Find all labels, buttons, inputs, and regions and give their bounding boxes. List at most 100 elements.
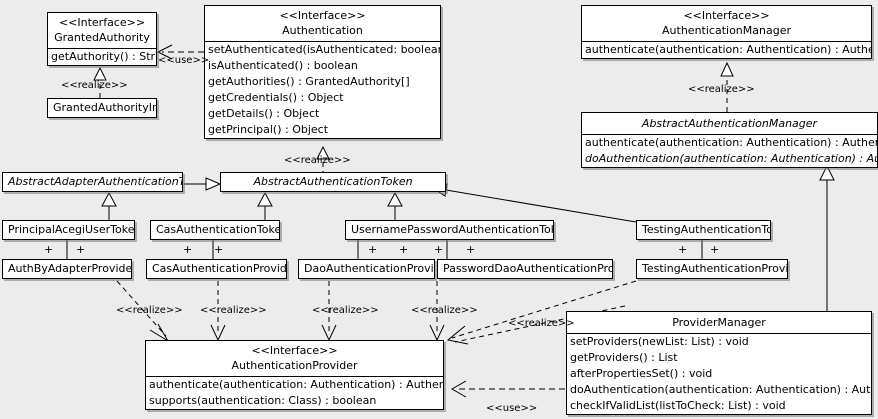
relationship-label-realize-abstract-auth-token: <<realize>> xyxy=(284,155,351,166)
class-principal-acegi-user-token[interactable]: PrincipalAcegiUserToken xyxy=(2,220,135,240)
stereotype-label: <<Interface>> xyxy=(58,16,146,29)
association-marker-plus: + xyxy=(76,243,86,256)
operations-compartment: setProviders(newList: List) : void getPr… xyxy=(567,334,871,414)
class-name: AbstractAdapterAuthenticationToken xyxy=(8,175,182,188)
association-marker-plus: + xyxy=(710,243,720,256)
class-auth-by-adapter-provider[interactable]: AuthByAdapterProvider xyxy=(2,259,132,279)
class-name: TestingAuthenticationProvider xyxy=(642,262,787,275)
operation: setAuthenticated(isAuthenticated: boolea… xyxy=(208,43,440,56)
association-marker-plus: + xyxy=(183,243,193,256)
operation: getCredentials() : Object xyxy=(208,91,344,104)
class-password-dao-authentication-provider[interactable]: PasswordDaoAuthenticationProvider xyxy=(437,259,613,279)
operation: authenticate(authentication: Authenticat… xyxy=(585,136,877,149)
association-marker-plus: + xyxy=(466,243,476,256)
class-name: Authentication xyxy=(282,24,363,37)
stereotype-label: <<Interface>> xyxy=(279,9,366,22)
class-name: GrantedAuthorityImpl xyxy=(53,101,156,114)
class-authentication[interactable]: <<Interface>> Authentication setAuthenti… xyxy=(204,5,441,139)
class-name: AbstractAuthenticationManager xyxy=(641,117,818,130)
operation: isAuthenticated() : boolean xyxy=(208,59,358,72)
operation: afterPropertiesSet() : void xyxy=(570,367,713,380)
class-cas-authentication-token[interactable]: CasAuthenticationToken xyxy=(150,220,280,240)
relationship-label-use-granted-authority: <<use>> xyxy=(158,55,210,66)
class-name: AuthenticationProvider xyxy=(231,359,358,372)
class-header: GrantedAuthorityImpl xyxy=(48,99,156,117)
relationship-label-realize-abstract-auth-manager: <<realize>> xyxy=(688,84,755,95)
operation: supports(authentication: Class) : boolea… xyxy=(149,394,377,407)
association-marker-plus: + xyxy=(214,243,224,256)
class-header: AbstractAuthenticationToken xyxy=(221,173,445,191)
operation: getAuthority() : String xyxy=(51,50,156,63)
operation: getProviders() : List xyxy=(570,351,678,364)
class-header: TestingAuthenticationProvider xyxy=(637,260,787,278)
operations-compartment: authenticate(authentication: Authenticat… xyxy=(582,135,877,167)
operation: checkIfValidList(listToCheck: List) : vo… xyxy=(570,399,786,412)
class-testing-authentication-provider[interactable]: TestingAuthenticationProvider xyxy=(636,259,788,279)
compartment-divider xyxy=(582,134,877,135)
class-header: AuthByAdapterProvider xyxy=(3,260,131,278)
relationship-label-realize-dao-provider: <<realize>> xyxy=(312,305,379,316)
class-name: AbstractAuthenticationToken xyxy=(253,175,413,188)
association-marker-plus: + xyxy=(678,243,688,256)
class-granted-authority-impl[interactable]: GrantedAuthorityImpl xyxy=(47,98,157,118)
association-marker-plus: + xyxy=(434,243,444,256)
operations-compartment: authenticate(authentication: Authenticat… xyxy=(582,42,871,58)
relationship-label-realize-granted-authority-impl: <<realize>> xyxy=(61,80,128,91)
class-name: DaoAuthenticationProvider xyxy=(304,262,434,275)
class-header: CasAuthenticationProvider xyxy=(147,260,286,278)
class-name: UsernamePasswordAuthenticationToken xyxy=(351,223,554,236)
class-name: AuthenticationManager xyxy=(662,24,791,37)
class-authentication-manager[interactable]: <<Interface>> AuthenticationManager auth… xyxy=(581,5,872,59)
class-header: PasswordDaoAuthenticationProvider xyxy=(438,260,612,278)
relationship-label-realize-provider-manager: <<realize>> xyxy=(508,318,575,329)
class-dao-authentication-provider[interactable]: DaoAuthenticationProvider xyxy=(298,259,435,279)
association-marker-plus: + xyxy=(44,243,54,256)
class-abstract-authentication-token[interactable]: AbstractAuthenticationToken xyxy=(220,172,446,192)
operations-compartment: setAuthenticated(isAuthenticated: boolea… xyxy=(205,42,440,138)
class-name: PrincipalAcegiUserToken xyxy=(8,223,135,236)
class-header: AbstractAdapterAuthenticationToken xyxy=(3,173,182,191)
operation: doAuthentication(authentication: Authent… xyxy=(585,152,877,165)
class-name: AuthByAdapterProvider xyxy=(8,262,132,275)
stereotype-label: <<Interface>> xyxy=(683,9,770,22)
stereotype-label: <<Interface>> xyxy=(251,344,338,357)
operation: getPrincipal() : Object xyxy=(208,123,329,136)
operation: setProviders(newList: List) : void xyxy=(570,335,749,348)
class-name: PasswordDaoAuthenticationProvider xyxy=(443,262,613,275)
class-provider-manager[interactable]: ProviderManager setProviders(newList: Li… xyxy=(566,311,872,415)
relationship-label-realize-password-dao-provider: <<realize>> xyxy=(411,305,478,316)
class-header: <<Interface>> GrantedAuthority xyxy=(48,13,156,48)
class-granted-authority[interactable]: <<Interface>> GrantedAuthority getAuthor… xyxy=(47,12,157,66)
class-testing-authentication-token[interactable]: TestingAuthenticationToken xyxy=(636,220,771,240)
relationship-label-realize-cas-provider: <<realize>> xyxy=(200,305,267,316)
class-name: CasAuthenticationToken xyxy=(156,223,280,236)
compartment-divider xyxy=(567,333,871,334)
class-authentication-provider[interactable]: <<Interface>> AuthenticationProvider aut… xyxy=(145,340,444,410)
operations-compartment: authenticate(authentication: Authenticat… xyxy=(146,377,443,409)
compartment-divider xyxy=(205,41,440,42)
class-abstract-adapter-authentication-token[interactable]: AbstractAdapterAuthenticationToken xyxy=(2,172,183,192)
association-marker-plus: + xyxy=(399,243,409,256)
class-header: <<Interface>> AuthenticationManager xyxy=(582,6,871,41)
compartment-divider xyxy=(582,41,871,42)
class-header: UsernamePasswordAuthenticationToken xyxy=(346,221,553,239)
relationship-label-realize-auth-by-adapter: <<realize>> xyxy=(116,305,183,316)
operation: authenticate(authentication: Authenticat… xyxy=(149,378,443,391)
operation: doAuthentication(authentication: Authent… xyxy=(570,383,871,396)
class-username-password-authentication-token[interactable]: UsernamePasswordAuthenticationToken xyxy=(345,220,554,240)
class-header: AbstractAuthenticationManager xyxy=(582,113,877,134)
compartment-divider xyxy=(146,376,443,377)
class-name: CasAuthenticationProvider xyxy=(152,262,287,275)
class-header: <<Interface>> AuthenticationProvider xyxy=(146,341,443,376)
class-name: TestingAuthenticationToken xyxy=(642,223,770,236)
class-header: ProviderManager xyxy=(567,312,871,333)
class-header: TestingAuthenticationToken xyxy=(637,221,770,239)
class-header: PrincipalAcegiUserToken xyxy=(3,221,134,239)
operation: getAuthorities() : GrantedAuthority[] xyxy=(208,75,410,88)
class-abstract-authentication-manager[interactable]: AbstractAuthenticationManager authentica… xyxy=(581,112,878,168)
operations-compartment: getAuthority() : String xyxy=(48,49,156,65)
class-header: <<Interface>> Authentication xyxy=(205,6,440,41)
class-cas-authentication-provider[interactable]: CasAuthenticationProvider xyxy=(146,259,287,279)
class-name: GrantedAuthority xyxy=(54,31,150,44)
